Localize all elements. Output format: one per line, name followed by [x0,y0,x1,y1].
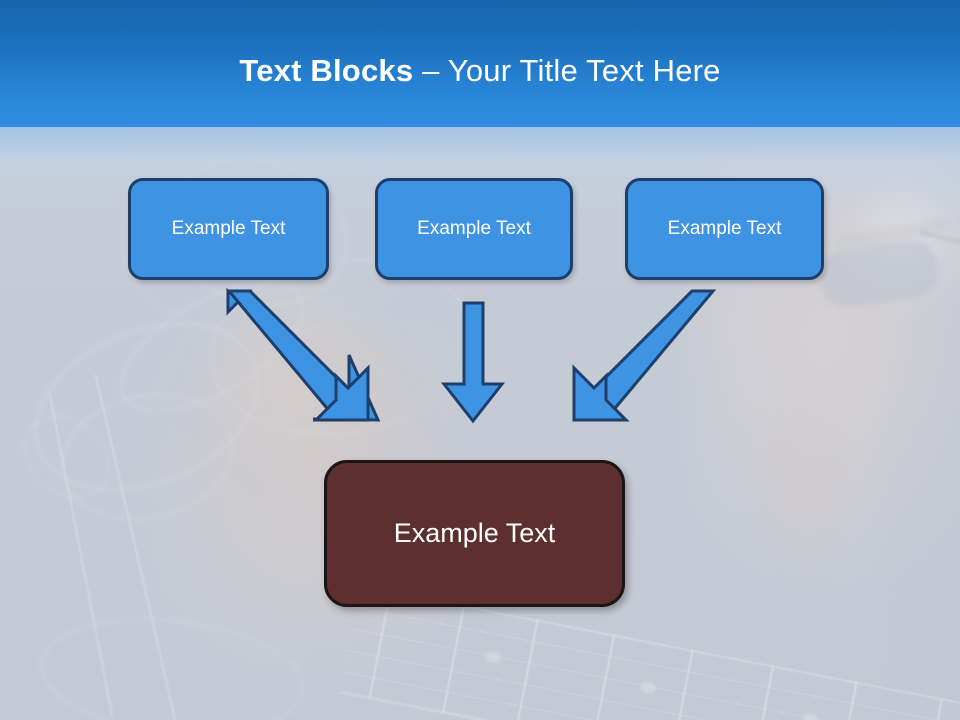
text-block-result-label: Example Text [393,518,556,548]
page-title-bold: Text Blocks [239,53,414,88]
text-block-3[interactable]: Example Text [625,178,824,280]
text-block-result[interactable]: Example Text [324,460,625,607]
text-block-2-label: Example Text [417,218,531,239]
page-title-light: Your Title Text Here [447,53,721,88]
text-block-3-label: Example Text [667,218,782,239]
page-title: Text Blocks – Your Title Text Here [0,52,960,90]
page-title-separator: – [413,53,448,88]
text-block-2[interactable]: Example Text [375,178,573,280]
text-block-1[interactable]: Example Text [128,178,329,280]
title-bar: Text Blocks – Your Title Text Here [0,0,960,127]
text-block-1-label: Example Text [171,218,286,239]
